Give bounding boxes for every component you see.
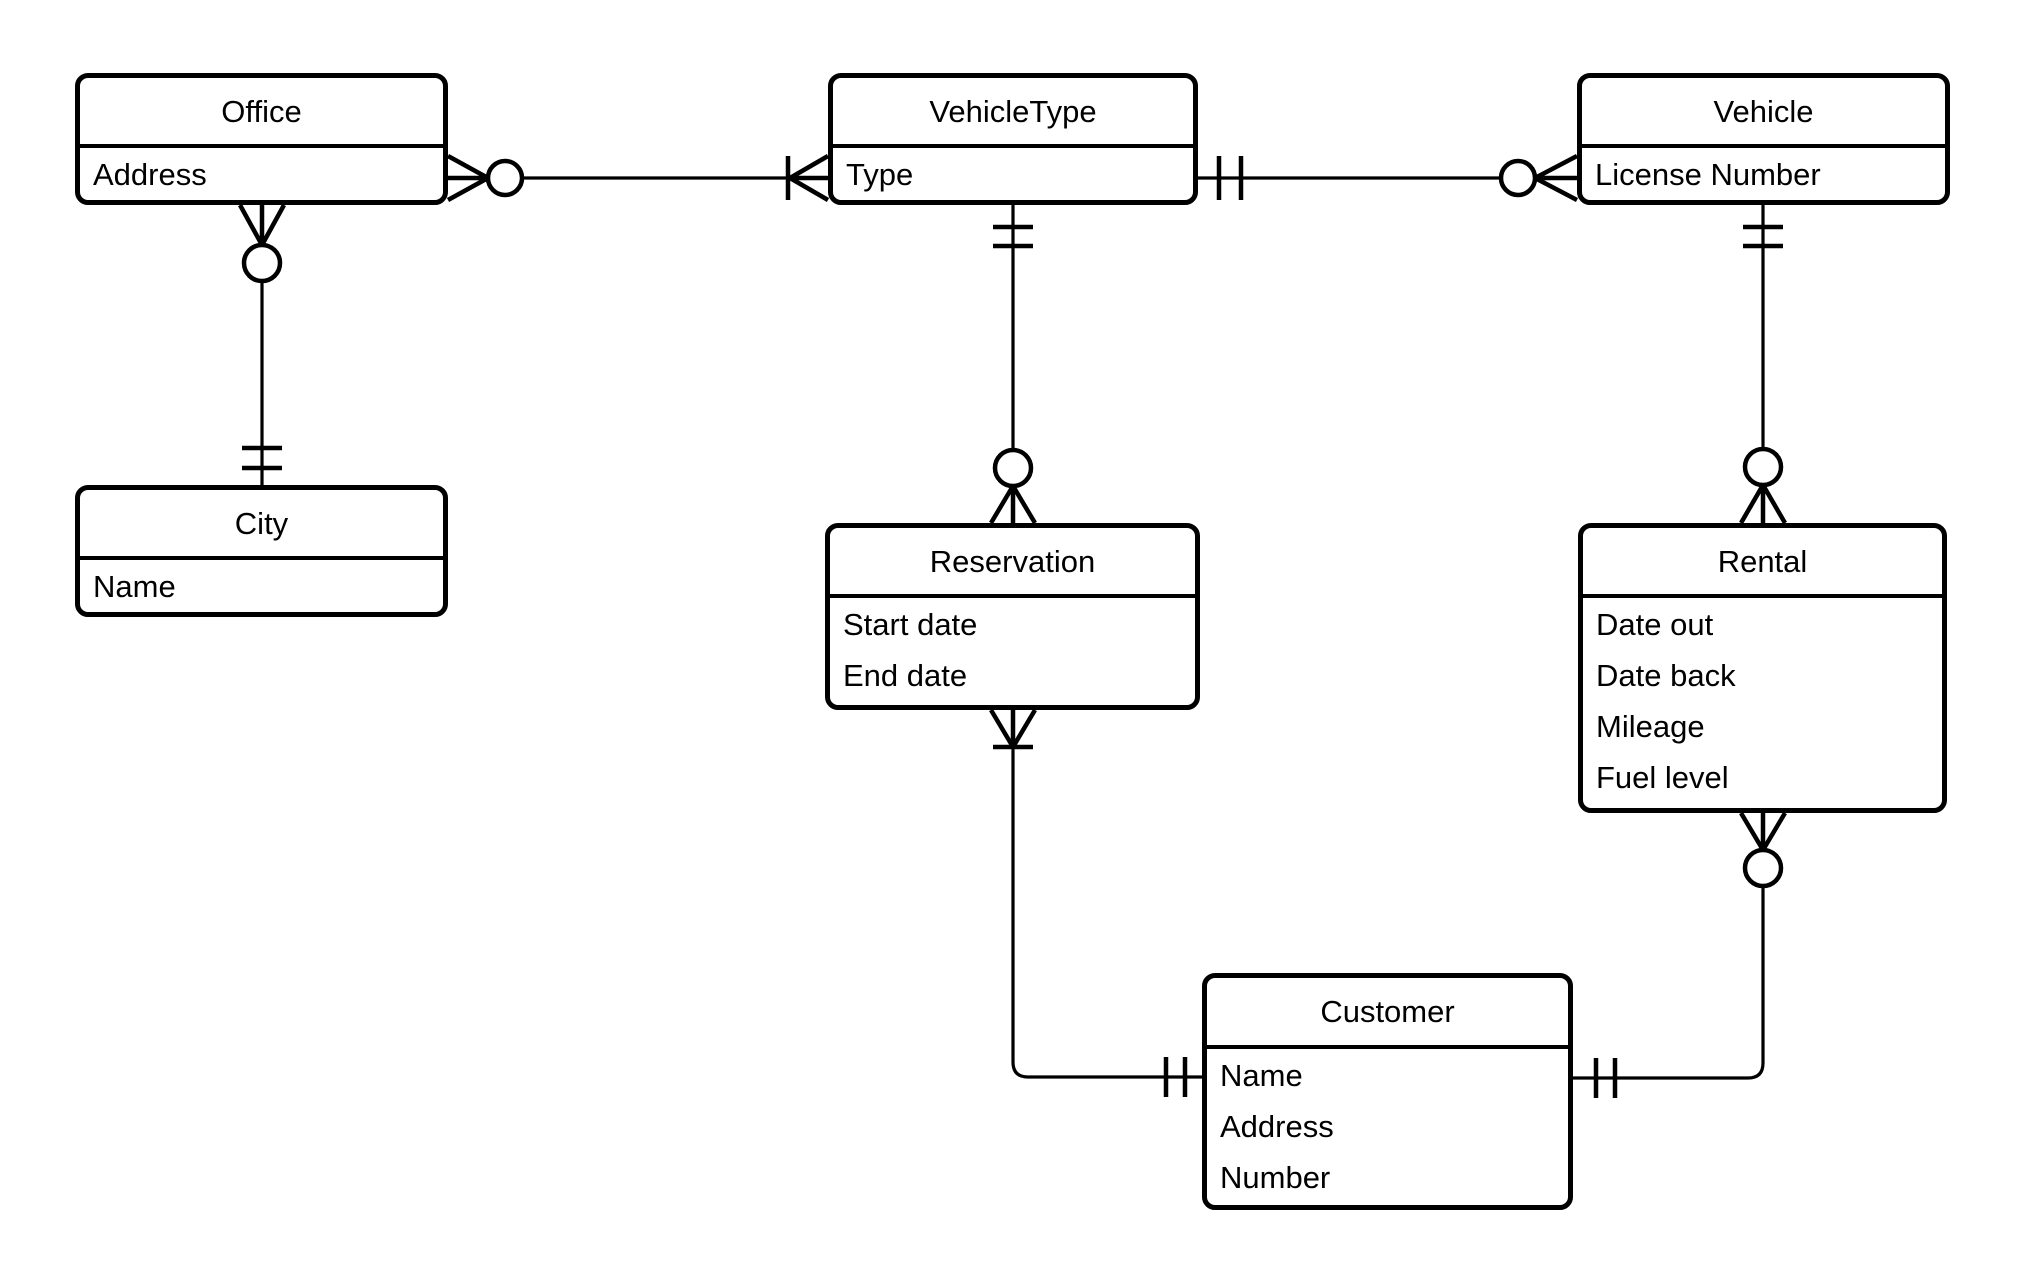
entity-city[interactable]: City Name xyxy=(75,485,448,617)
exactly-one-ticks-icon xyxy=(242,445,282,471)
entity-title: Office xyxy=(80,78,443,148)
exactly-one-ticks-icon xyxy=(1743,224,1783,249)
entity-title: VehicleType xyxy=(833,78,1193,148)
crow-foot-many-icon xyxy=(446,154,490,202)
entity-attributes: Type xyxy=(833,148,1193,200)
relationship-office-vehicletype[interactable] xyxy=(446,154,830,202)
entity-attributes: Start date End date xyxy=(830,598,1195,701)
entity-vehicletype[interactable]: VehicleType Type xyxy=(828,73,1198,205)
attribute: Address xyxy=(93,157,207,192)
attribute: End date xyxy=(843,658,968,693)
entity-attributes: Date out Date back Mileage Fuel level xyxy=(1583,598,1942,803)
optional-circle-icon xyxy=(992,447,1034,489)
attribute: Name xyxy=(1220,1058,1303,1093)
crow-foot-many-icon xyxy=(1739,483,1787,525)
entity-attributes: License Number xyxy=(1582,148,1945,200)
entity-title: Reservation xyxy=(830,528,1195,598)
entity-customer[interactable]: Customer Name Address Number xyxy=(1202,973,1573,1210)
relationship-vehicle-rental[interactable] xyxy=(1739,205,1787,525)
entity-title: City xyxy=(80,490,443,560)
entity-rental[interactable]: Rental Date out Date back Mileage Fuel l… xyxy=(1578,523,1947,813)
attribute: Date back xyxy=(1596,658,1736,693)
attribute: License Number xyxy=(1595,157,1821,192)
relationship-vehicletype-reservation[interactable] xyxy=(989,205,1037,525)
exactly-one-ticks-icon xyxy=(1216,156,1244,200)
entity-office[interactable]: Office Address xyxy=(75,73,448,205)
exactly-one-ticks-icon xyxy=(993,224,1033,249)
crow-foot-many-icon xyxy=(989,484,1037,525)
entity-attributes: Address xyxy=(80,148,443,200)
entity-title: Vehicle xyxy=(1582,78,1945,148)
entity-attributes: Name Address Number xyxy=(1207,1049,1568,1203)
crow-foot-many-icon xyxy=(788,154,830,202)
relationship-rental-customer[interactable] xyxy=(1573,811,1787,1098)
entity-reservation[interactable]: Reservation Start date End date xyxy=(825,523,1200,710)
attribute: Fuel level xyxy=(1596,760,1729,795)
attribute: Start date xyxy=(843,607,978,642)
exactly-one-ticks-icon xyxy=(1593,1058,1618,1098)
entity-attributes: Name xyxy=(80,560,443,612)
relationship-office-city[interactable] xyxy=(238,203,286,485)
attribute: Date out xyxy=(1596,607,1714,642)
optional-circle-icon xyxy=(1742,446,1784,488)
optional-circle-icon xyxy=(485,158,525,198)
attribute: Name xyxy=(93,569,176,604)
exactly-one-ticks-icon xyxy=(1163,1057,1188,1097)
connector-line xyxy=(1573,886,1765,1080)
attribute: Type xyxy=(846,157,914,192)
attribute: Address xyxy=(1220,1109,1334,1144)
optional-circle-icon xyxy=(1498,158,1538,198)
connector-line xyxy=(1011,747,1202,1079)
entity-title: Customer xyxy=(1207,978,1568,1049)
crow-foot-many-icon xyxy=(1533,154,1579,202)
optional-circle-icon xyxy=(1742,847,1784,889)
optional-circle-icon xyxy=(241,242,283,284)
relationship-vehicletype-vehicle[interactable] xyxy=(1198,154,1579,202)
crow-foot-many-icon xyxy=(1739,811,1787,852)
entity-title: Rental xyxy=(1583,528,1942,598)
entity-vehicle[interactable]: Vehicle License Number xyxy=(1577,73,1950,205)
attribute: Mileage xyxy=(1596,709,1705,744)
crow-foot-many-icon xyxy=(989,708,1037,749)
relationship-reservation-customer[interactable] xyxy=(989,708,1202,1097)
attribute: Number xyxy=(1220,1160,1331,1195)
crow-foot-many-icon xyxy=(238,203,286,247)
